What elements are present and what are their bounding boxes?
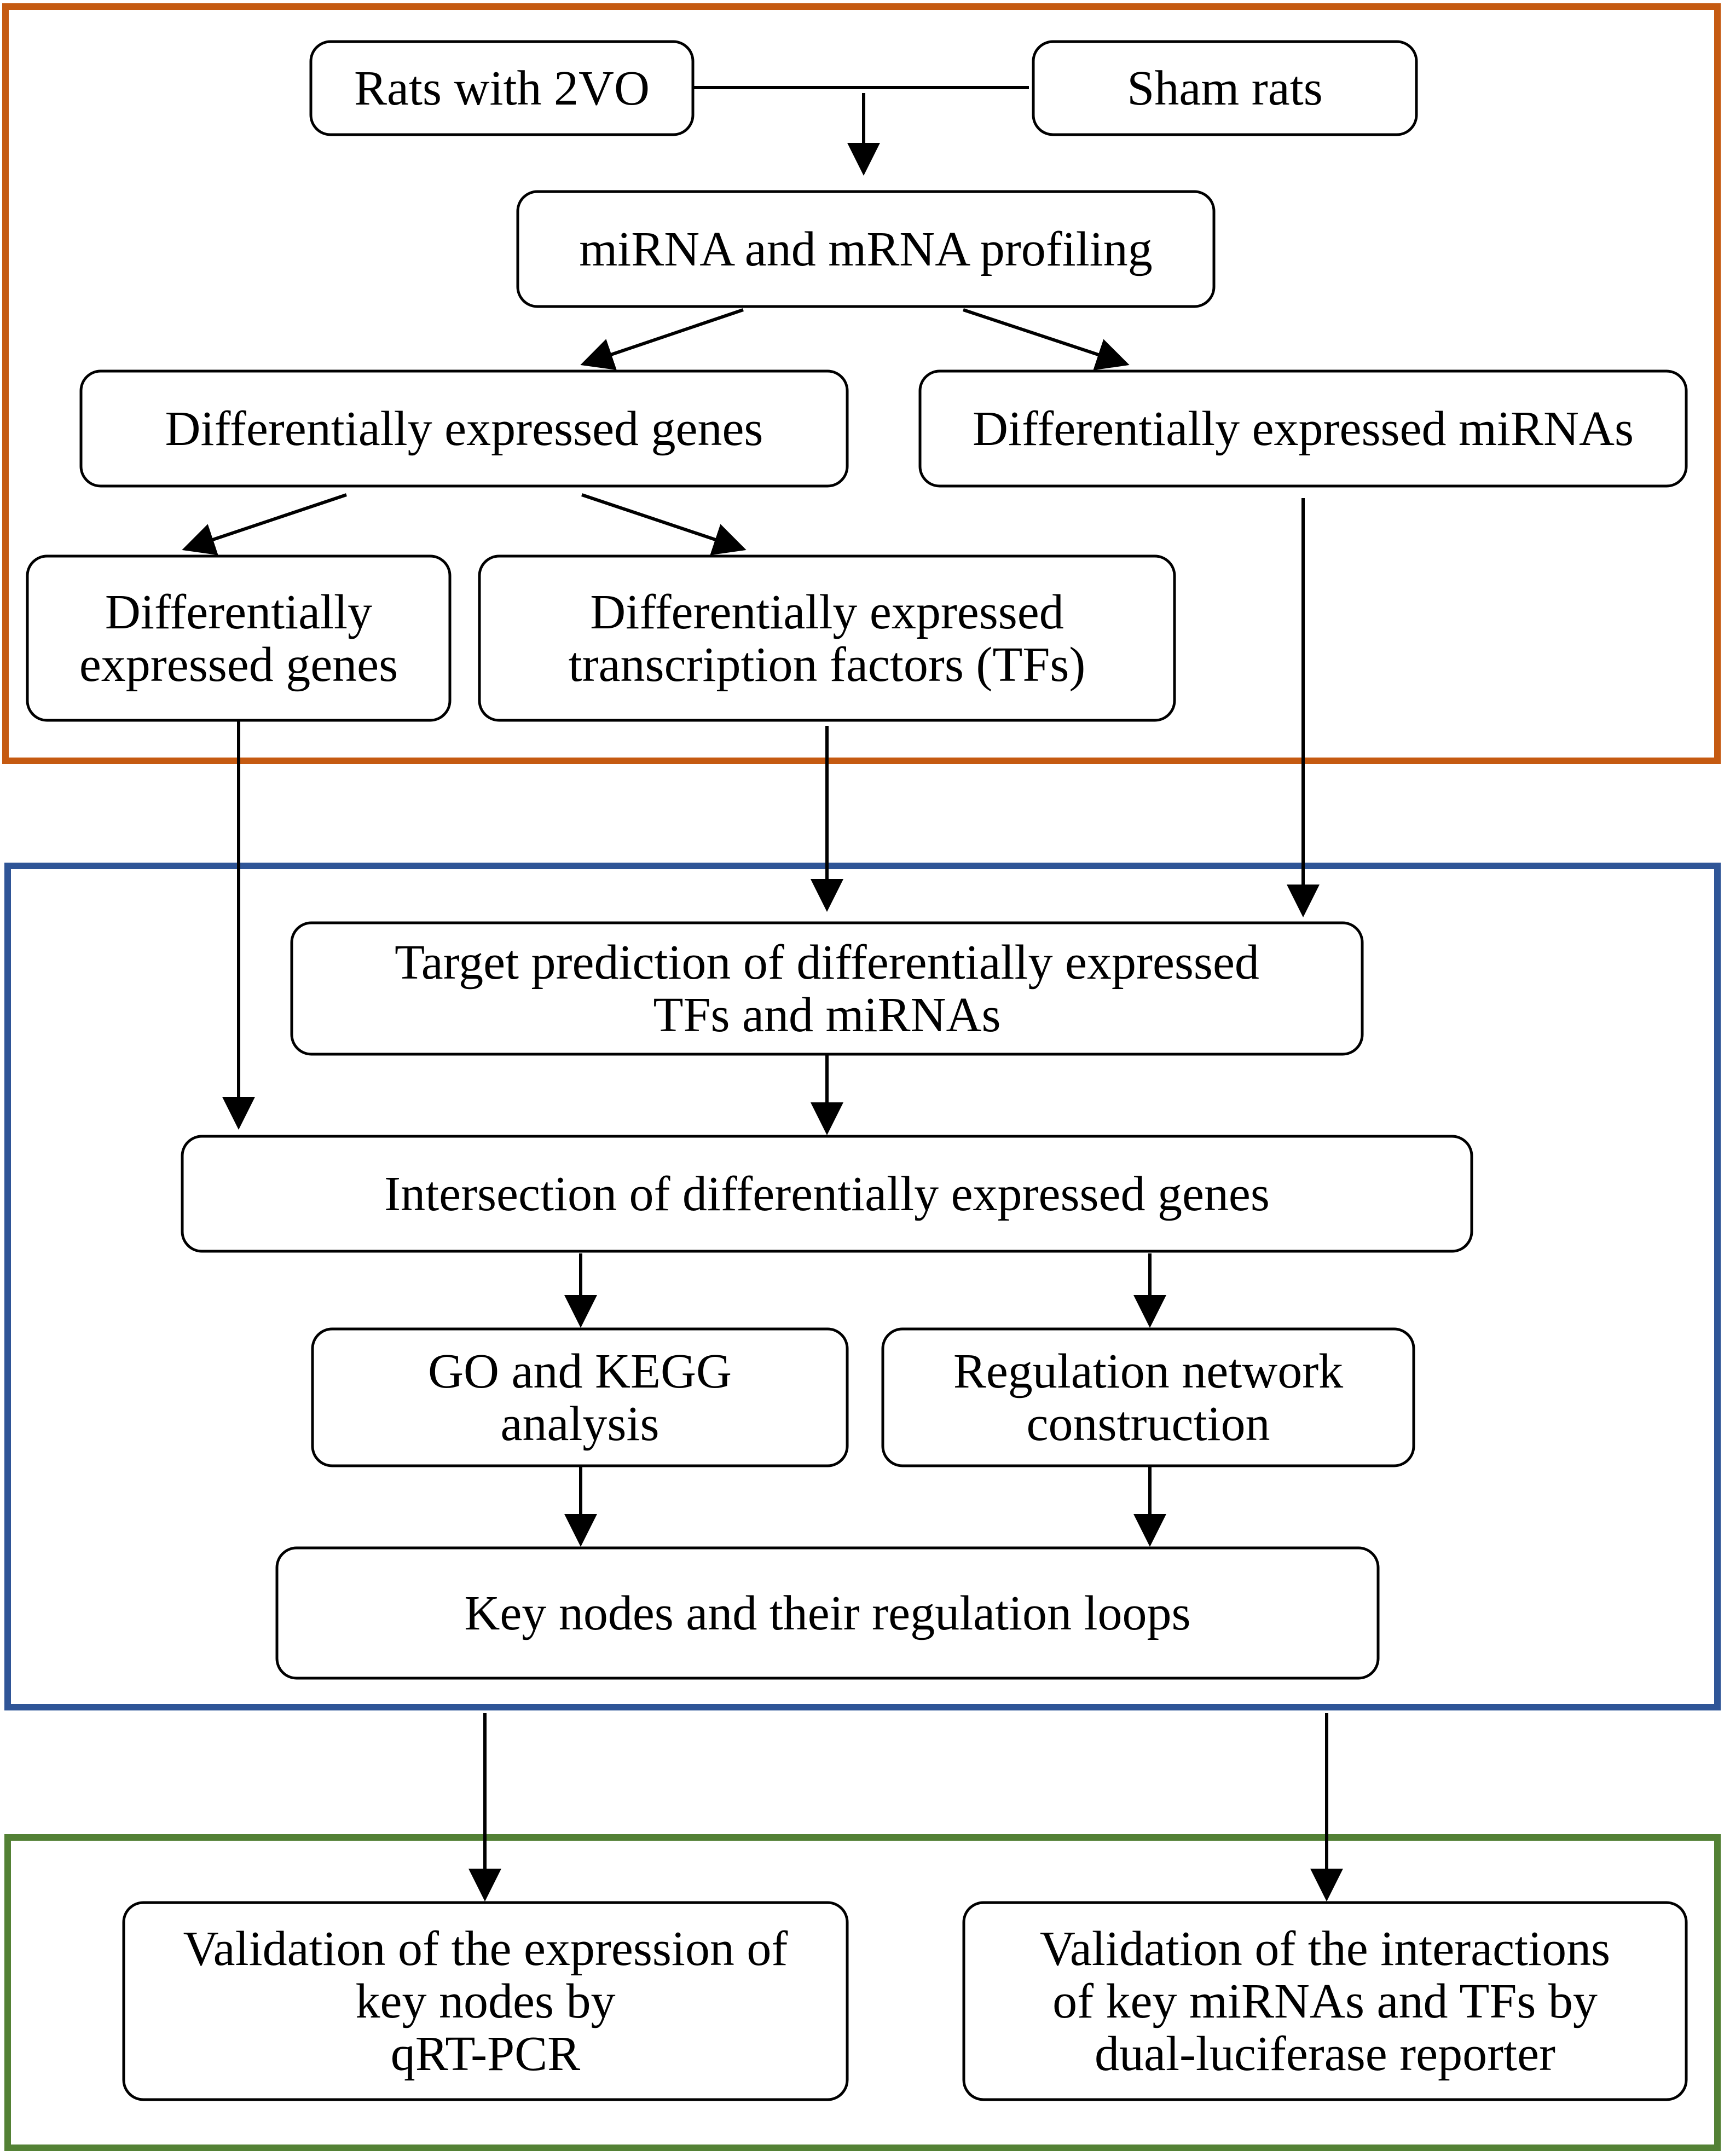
deg-top-box — [79, 369, 849, 488]
de-tfs-box — [478, 554, 1176, 722]
rats-2vo-label-line-1: Rats with 2VO — [354, 61, 650, 115]
node-profiling: miRNA and mRNA profiling — [516, 190, 1216, 308]
go-kegg-box — [311, 1327, 849, 1467]
target-pred-label-line-2: TFs and miRNAs — [653, 988, 1000, 1042]
profiling-label-line-1: miRNA and mRNA profiling — [579, 222, 1153, 276]
dual-luc-label-line-2: of key miRNAs and TFs by — [1052, 1974, 1598, 2028]
edge-profiling-deg — [580, 308, 744, 371]
deg-top-label-line-1: Differentially expressed genes — [165, 402, 763, 456]
node-intersection: Intersection of differentially expressed… — [181, 1135, 1473, 1253]
target-pred-box — [290, 921, 1364, 1056]
rats-2vo-box — [309, 40, 695, 136]
node-rats-2vo: Rats with 2VO — [309, 40, 695, 136]
profiling-box — [516, 190, 1216, 308]
key-nodes-box — [275, 1546, 1380, 1680]
sham-rats-box — [1032, 40, 1418, 136]
node-target-prediction: Target prediction of differentially expr… — [290, 921, 1364, 1056]
edge-profiling-mirnas — [963, 308, 1130, 371]
node-de-mirnas: Differentially expressed miRNAs — [918, 369, 1688, 488]
deg-left-label-line-2: expressed genes — [79, 638, 398, 692]
reg-network-box — [881, 1327, 1415, 1467]
dual-luc-label-line-1: Validation of the interactions — [1040, 1922, 1610, 1976]
edge-deg-tfs — [581, 493, 747, 556]
reg-network-label-line-1: Regulation network — [953, 1344, 1343, 1398]
edges-layer — [182, 86, 1343, 1901]
de-mirnas-box — [918, 369, 1688, 488]
qrt-pcr-label-line-1: Validation of the expression of — [183, 1922, 788, 1976]
section-validation-frame — [4, 1834, 1721, 2151]
node-sham-rats: Sham rats — [1032, 40, 1418, 136]
nodes-layer: Rats with 2VO Sham rats miRNA and mRNA p… — [26, 40, 1688, 2101]
dual-luc-label-line-3: dual-luciferase reporter — [1095, 2027, 1555, 2081]
go-kegg-label-line-2: analysis — [501, 1397, 659, 1451]
node-key-nodes: Key nodes and their regulation loops — [275, 1546, 1380, 1680]
dual-luc-box — [962, 1901, 1688, 2101]
key-nodes-label-line-1: Key nodes and their regulation loops — [464, 1586, 1190, 1640]
de-tfs-label-line-1: Differentially expressed — [590, 585, 1064, 639]
reg-network-label-line-2: construction — [1027, 1397, 1270, 1451]
sham-rats-label-line-1: Sham rats — [1127, 61, 1322, 115]
section-analysis-frame — [4, 863, 1721, 1710]
intersection-label-line-1: Intersection of differentially expressed… — [384, 1167, 1270, 1221]
qrt-pcr-box — [122, 1901, 849, 2101]
node-deg-top: Differentially expressed genes — [79, 369, 849, 488]
deg-left-box — [26, 554, 452, 722]
de-mirnas-label-line-1: Differentially expressed miRNAs — [973, 402, 1634, 456]
qrt-pcr-label-line-3: qRT-PCR — [391, 2027, 580, 2081]
intersection-box — [181, 1135, 1473, 1253]
qrt-pcr-label-line-2: key nodes by — [356, 1974, 616, 2028]
deg-left-label-line-1: Differentially — [105, 585, 372, 639]
go-kegg-label-line-1: GO and KEGG — [428, 1344, 732, 1398]
edge-deg-degleft — [182, 493, 347, 556]
de-tfs-label-line-2: transcription factors (TFs) — [569, 638, 1086, 692]
section-profiling-frame — [2, 3, 1721, 764]
target-pred-label-line-1: Target prediction of differentially expr… — [395, 935, 1259, 990]
